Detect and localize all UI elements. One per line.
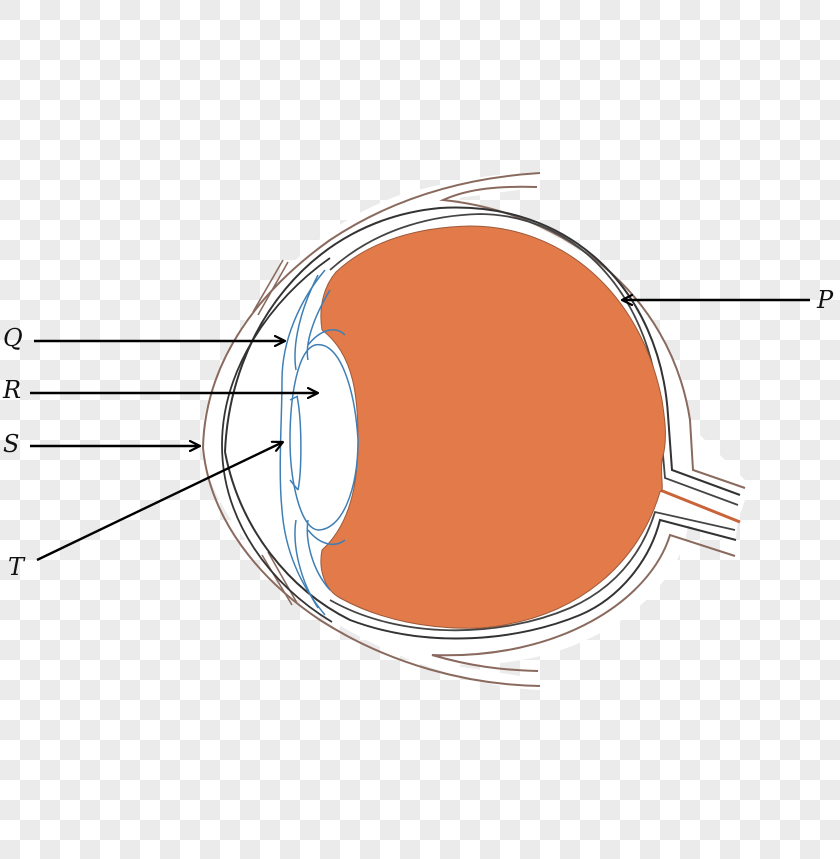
arrow-t <box>36 442 283 562</box>
cornea-line <box>221 257 333 623</box>
lower-eyelid-fold <box>431 533 736 672</box>
sclera-lower-line <box>224 451 737 640</box>
upper-eyelid-outer-line <box>202 172 541 449</box>
lower-eyelash <box>261 551 298 606</box>
label-s: S <box>3 430 20 458</box>
label-q: Q <box>3 324 23 352</box>
iris-ciliary <box>279 269 359 616</box>
label-r: R <box>3 376 22 404</box>
optic-nerve <box>659 488 741 524</box>
upper-eyelash <box>252 259 289 316</box>
label-t: T <box>8 553 25 581</box>
sclera-lower-inner-line <box>329 510 736 632</box>
label-arrows <box>30 300 810 562</box>
label-p: P <box>817 286 834 314</box>
lower-eyelid-outer-line <box>202 447 541 687</box>
